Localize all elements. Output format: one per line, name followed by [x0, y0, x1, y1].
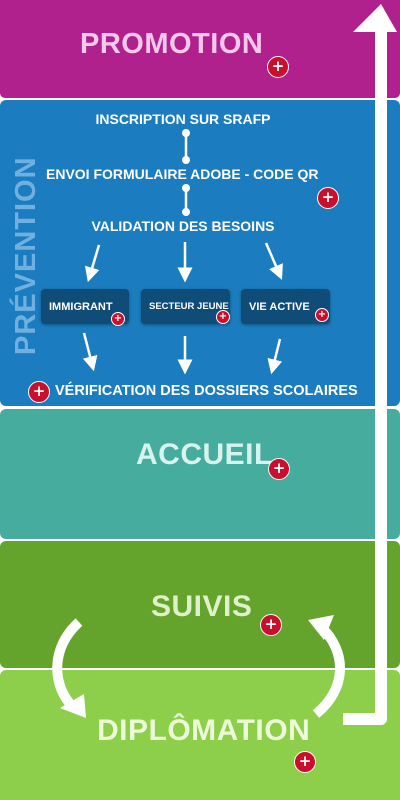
- secteur-jeune-label: SECTEUR JEUNE: [149, 301, 229, 312]
- immigrant-expand-button[interactable]: +: [111, 312, 125, 326]
- arrow-to-immigrant: [84, 244, 101, 283]
- arrow-vie-active-to-verification: [267, 338, 283, 375]
- prevention-section: [0, 100, 400, 406]
- secteur-jeune-box[interactable]: SECTEUR JEUNE: [141, 289, 230, 324]
- suivis-title: SUIVIS: [151, 590, 253, 623]
- vie-active-label: VIE ACTIVE: [249, 300, 310, 313]
- promotion-title: PROMOTION: [80, 28, 264, 60]
- promotion-section: [0, 0, 400, 98]
- arrow-to-vie-active: [264, 242, 283, 280]
- step-connector-2: [182, 184, 190, 216]
- immigrant-label: IMMIGRANT: [49, 300, 113, 313]
- vie-active-box[interactable]: VIE ACTIVE: [241, 289, 330, 324]
- return-arrow: [343, 4, 397, 725]
- verification-expand-button[interactable]: +: [28, 381, 50, 403]
- step-verification: VÉRIFICATION DES DOSSIERS SCOLAIRES: [55, 383, 358, 399]
- vie-active-expand-button[interactable]: +: [315, 308, 329, 322]
- step-connector-1: [182, 129, 190, 164]
- suivis-expand-button[interactable]: +: [260, 614, 282, 636]
- accueil-expand-button[interactable]: +: [268, 458, 290, 480]
- secteur-jeune-expand-button[interactable]: +: [216, 310, 230, 324]
- accueil-title: ACCUEIL: [136, 438, 273, 471]
- diplomation-title: DIPLÔMATION: [97, 714, 311, 747]
- arrow-immigrant-to-verification: [82, 332, 98, 372]
- accueil-section: [0, 409, 400, 539]
- envoi-expand-button[interactable]: +: [317, 187, 339, 209]
- cycle-arrow-left: [52, 618, 86, 718]
- promotion-expand-button[interactable]: +: [267, 56, 289, 78]
- step-validation: VALIDATION DES BESOINS: [91, 218, 275, 234]
- cycle-arrow-right: [308, 615, 345, 718]
- diplomation-expand-button[interactable]: +: [294, 751, 316, 773]
- step-inscription: INSCRIPTION SUR SRAFP: [95, 111, 271, 127]
- step-envoi-formulaire: ENVOI FORMULAIRE ADOBE - CODE QR: [46, 166, 319, 182]
